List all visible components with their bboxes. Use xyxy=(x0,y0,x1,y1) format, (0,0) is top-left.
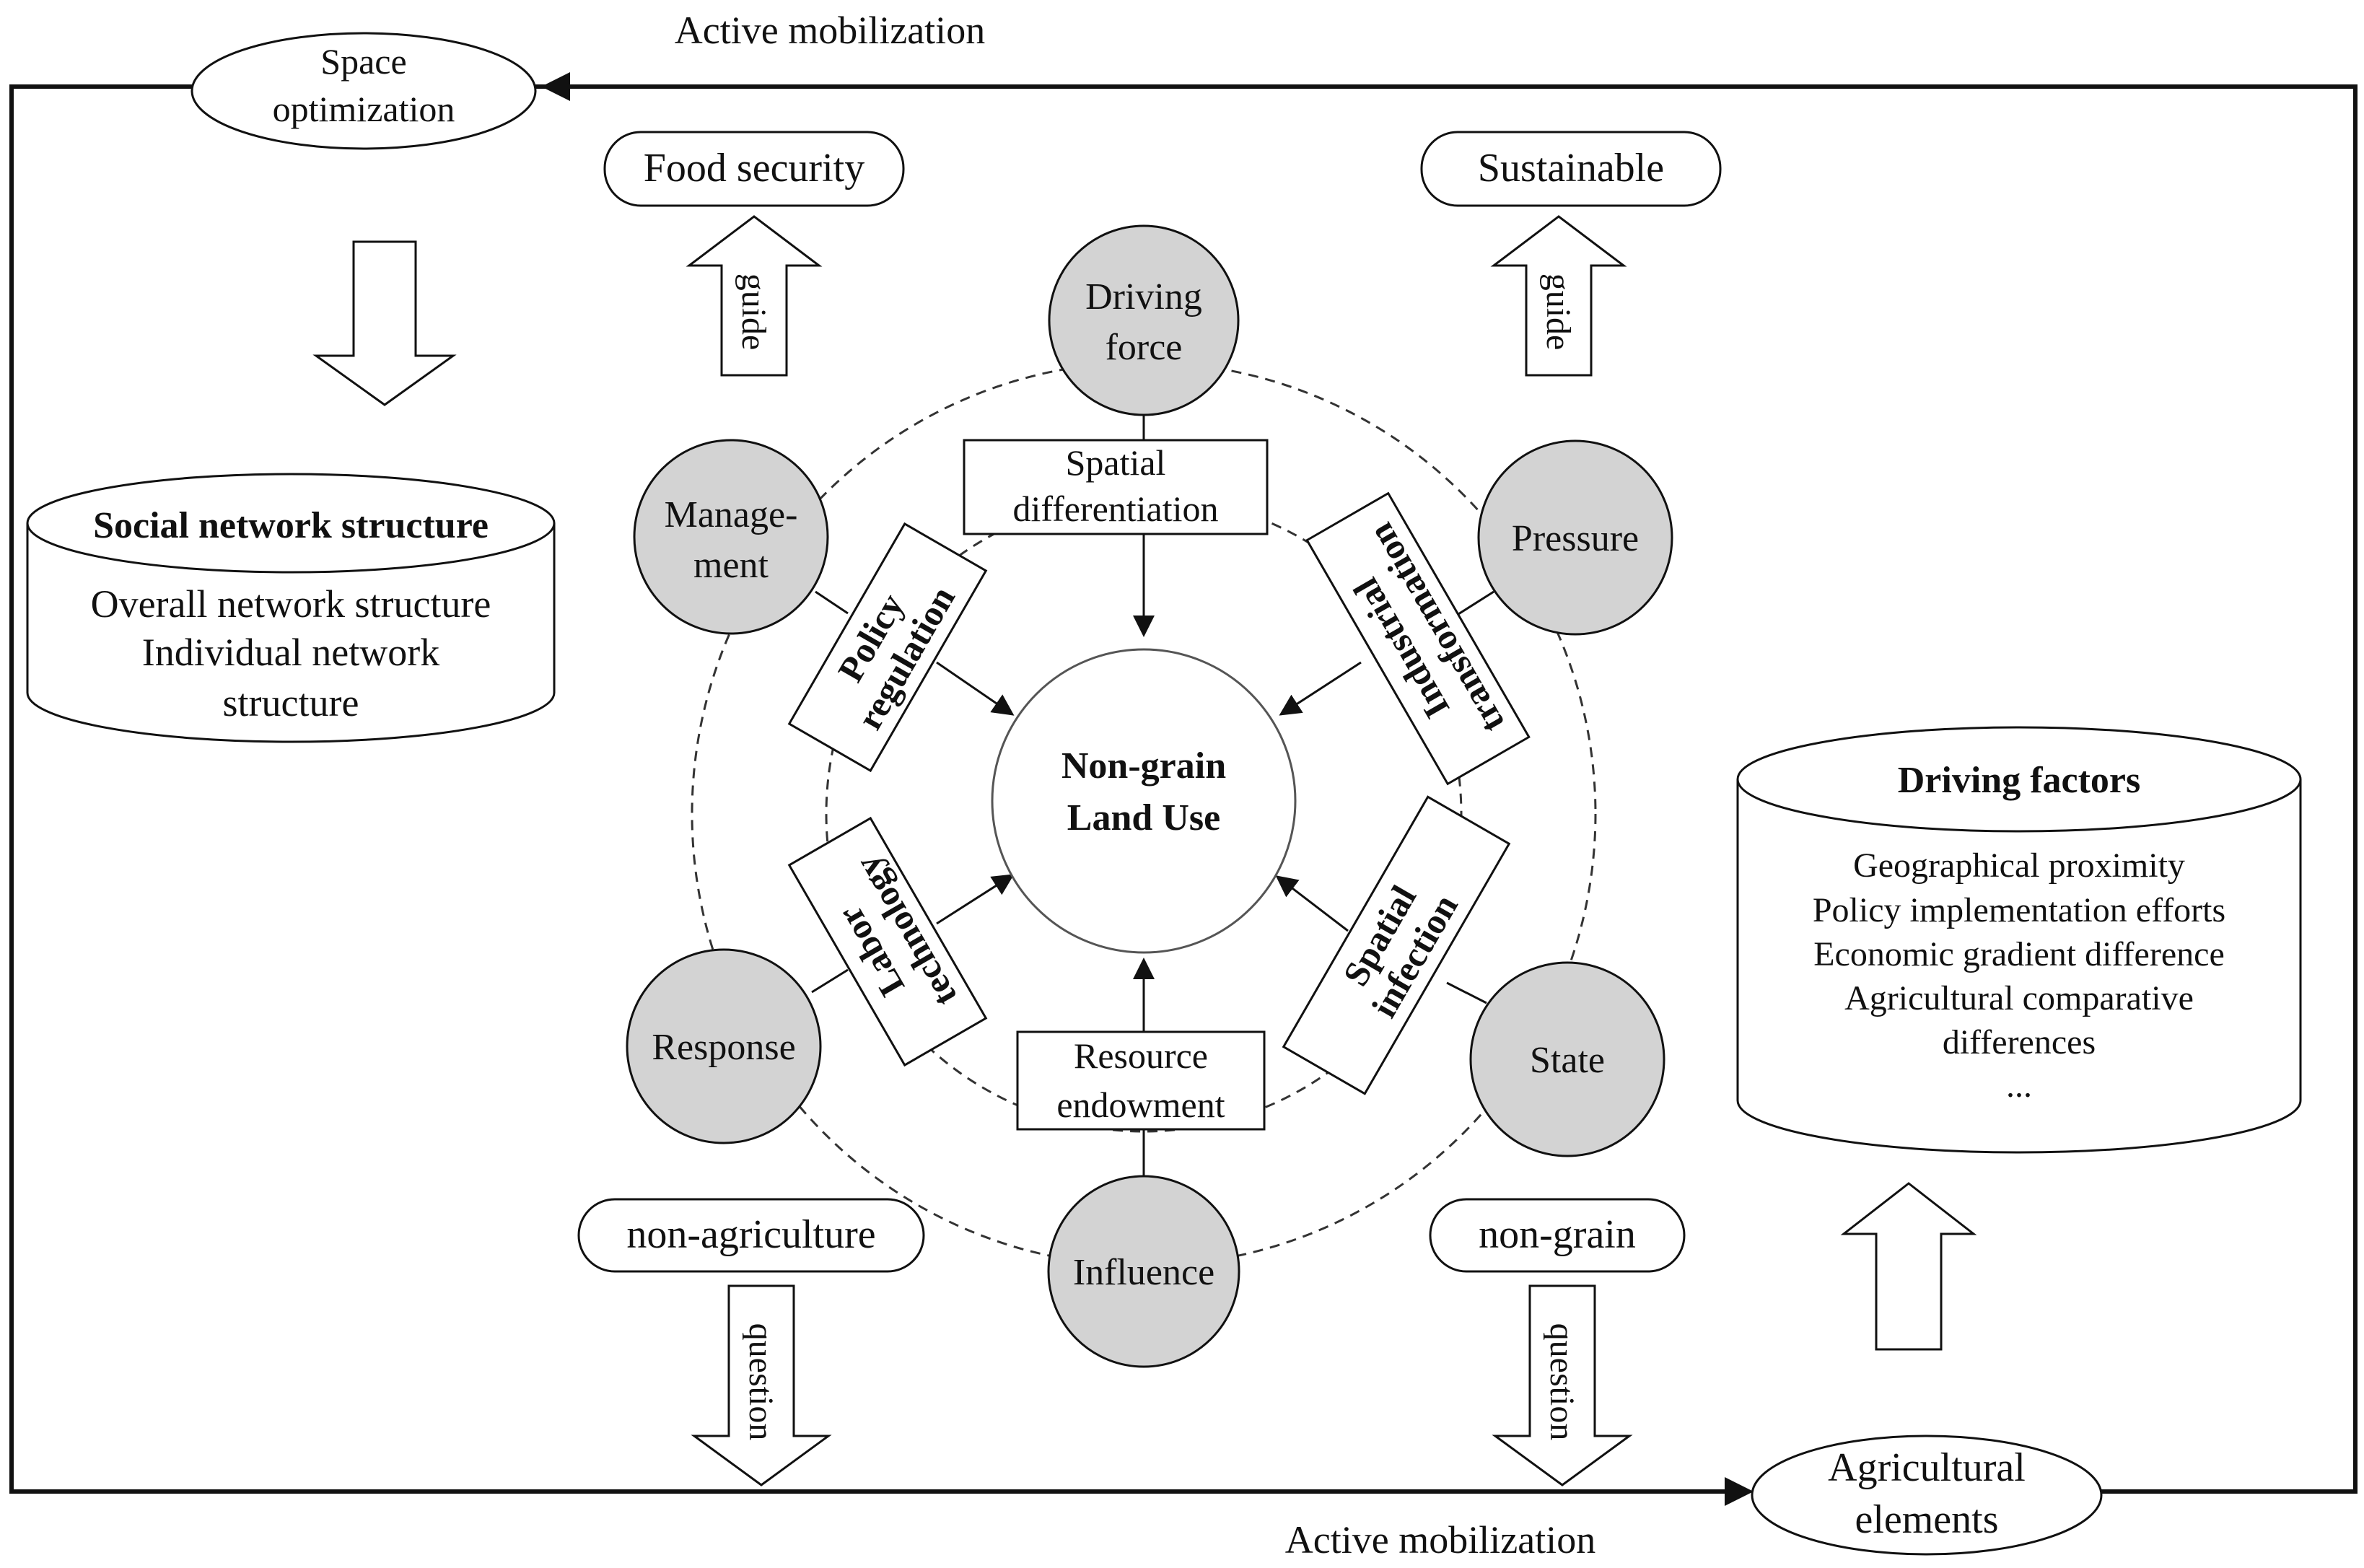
non-agriculture-label: non-agriculture xyxy=(626,1212,875,1257)
spatial-differentiation-box: Spatial differentiation xyxy=(963,439,1269,535)
node-pressure: Pressure xyxy=(1477,439,1673,636)
arrow-policy-regulation xyxy=(936,661,1015,716)
driving-factors-cylinder: Driving factors Geographical proximity P… xyxy=(1736,726,2302,1154)
management-line-2: ment xyxy=(693,545,769,586)
driving-factors-line-5: differences xyxy=(1943,1023,2096,1061)
driving-factors-line-2: Policy implementation efforts xyxy=(1813,891,2225,929)
management-line-1: Manage- xyxy=(665,494,798,535)
arrow-labor-technology xyxy=(936,874,1015,925)
spatial-differentiation-line-1: Spatial xyxy=(1066,442,1166,483)
food-security-box: Food security xyxy=(603,131,905,207)
left-down-hollow-arrow xyxy=(312,240,457,406)
guide-right-label: guide xyxy=(1539,273,1577,351)
driving-factors-line-6: ... xyxy=(2006,1066,2032,1105)
sustainable-box: Sustainable xyxy=(1420,131,1722,207)
top-loop-arrowhead xyxy=(541,72,570,101)
node-response: Response xyxy=(626,948,822,1144)
agricultural-elements-ellipse: Agricultural elements xyxy=(1751,1435,2103,1556)
social-network-title: Social network structure xyxy=(93,505,489,546)
sustainable-label: Sustainable xyxy=(1478,146,1664,190)
state-connector xyxy=(1446,981,1487,1004)
node-state: State xyxy=(1469,961,1665,1157)
non-grain-label: non-grain xyxy=(1479,1212,1636,1257)
arrow-spatial-infection xyxy=(1275,875,1349,932)
social-network-line-2: Individual network xyxy=(142,631,439,674)
question-right-label: question xyxy=(1543,1323,1581,1441)
node-management: Manage- ment xyxy=(633,439,829,635)
response-connector xyxy=(811,968,849,994)
center-line-1: Non-grain xyxy=(1061,745,1226,787)
policy-regulation-box: Policy regulation xyxy=(787,522,988,773)
question-arrow-left: question xyxy=(691,1284,832,1486)
social-network-cylinder: Social network structure Overall network… xyxy=(26,473,556,743)
state-label: State xyxy=(1530,1040,1605,1081)
node-driving-force: Driving force xyxy=(1048,224,1240,416)
driving-factors-title: Driving factors xyxy=(1898,760,2140,801)
bottom-loop-label: Active mobilization xyxy=(1285,1518,1595,1562)
center-node: Non-grain Land Use xyxy=(991,648,1297,954)
arrow-industrial-transformation xyxy=(1279,661,1362,716)
agricultural-elements-line-2: elements xyxy=(1855,1497,1998,1542)
spatial-differentiation-line-2: differentiation xyxy=(1012,489,1218,529)
right-up-hollow-arrow xyxy=(1840,1182,1977,1351)
question-left-label: question xyxy=(742,1323,780,1441)
bottom-loop-arrowhead xyxy=(1725,1477,1754,1506)
center-arrows xyxy=(936,533,1362,1032)
center-line-2: Land Use xyxy=(1067,797,1220,838)
driving-factors-line-1: Geographical proximity xyxy=(1853,846,2185,885)
non-grain-box: non-grain xyxy=(1429,1198,1686,1273)
influence-label: Influence xyxy=(1073,1252,1214,1293)
resource-endowment-box: Resource endowment xyxy=(1016,1030,1266,1131)
management-connector xyxy=(815,590,849,615)
driving-factors-line-3: Economic gradient difference xyxy=(1813,935,2225,973)
question-arrow-right: question xyxy=(1492,1284,1633,1486)
resource-endowment-line-1: Resource xyxy=(1074,1035,1208,1076)
agricultural-elements-line-1: Agricultural xyxy=(1828,1445,2026,1490)
top-loop-line xyxy=(535,84,2358,1319)
guide-arrow-right: guide xyxy=(1490,215,1627,377)
node-influence: Influence xyxy=(1047,1175,1240,1368)
driving-factors-line-4: Agricultural comparative xyxy=(1844,979,2194,1017)
food-security-label: Food security xyxy=(644,146,864,190)
space-optimization-ellipse: Space optimization xyxy=(191,32,537,150)
space-optimization-line-2: optimization xyxy=(273,89,455,129)
left-loop-line xyxy=(9,84,1725,1494)
social-network-line-3: structure xyxy=(223,681,359,724)
resource-endowment-line-2: endowment xyxy=(1056,1085,1225,1125)
guide-arrow-left: guide xyxy=(686,215,823,377)
outer-loop: Active mobilization Active mobilization … xyxy=(9,9,2358,1562)
non-agriculture-box: non-agriculture xyxy=(577,1198,925,1273)
driving-force-line-1: Driving xyxy=(1085,276,1202,317)
driving-force-line-2: force xyxy=(1106,327,1183,368)
response-label: Response xyxy=(652,1027,795,1068)
right-loop-line xyxy=(2101,1319,2358,1494)
outer-dashed-circle xyxy=(691,361,1597,1267)
top-loop-label: Active mobilization xyxy=(675,9,985,52)
social-network-line-1: Overall network structure xyxy=(91,582,491,626)
guide-left-label: guide xyxy=(735,273,773,351)
pressure-label: Pressure xyxy=(1512,518,1639,559)
space-optimization-line-1: Space xyxy=(320,41,406,82)
